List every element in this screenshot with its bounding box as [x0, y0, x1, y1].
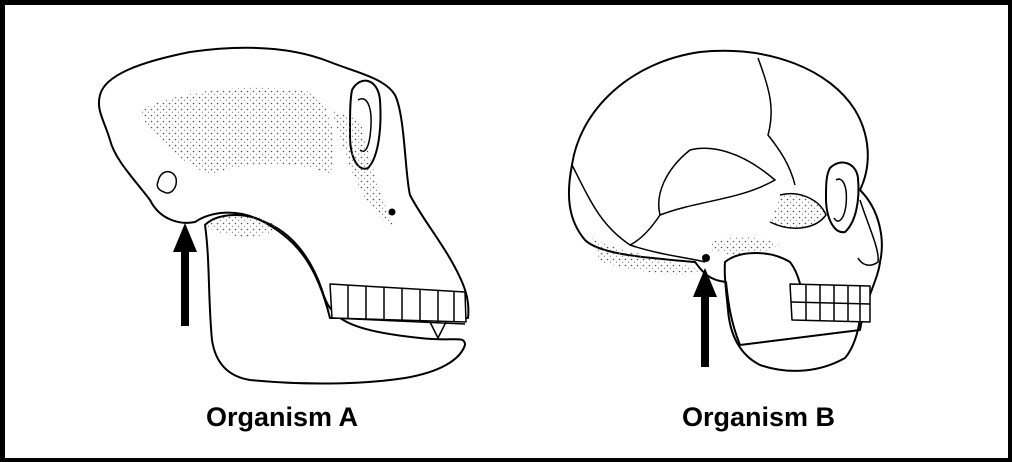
- ape-skull: [99, 48, 469, 384]
- ape-teeth: [330, 284, 466, 338]
- arrow-up-icon: [173, 223, 197, 326]
- organism-a-caption: Organism A: [206, 402, 358, 433]
- arrow-up-icon: [693, 268, 717, 367]
- human-teeth: [790, 284, 870, 322]
- human-eye-orbit: [826, 163, 858, 233]
- organism-b-caption: Organism B: [682, 402, 835, 433]
- human-skull: [569, 51, 882, 371]
- ape-cranium: [99, 48, 469, 318]
